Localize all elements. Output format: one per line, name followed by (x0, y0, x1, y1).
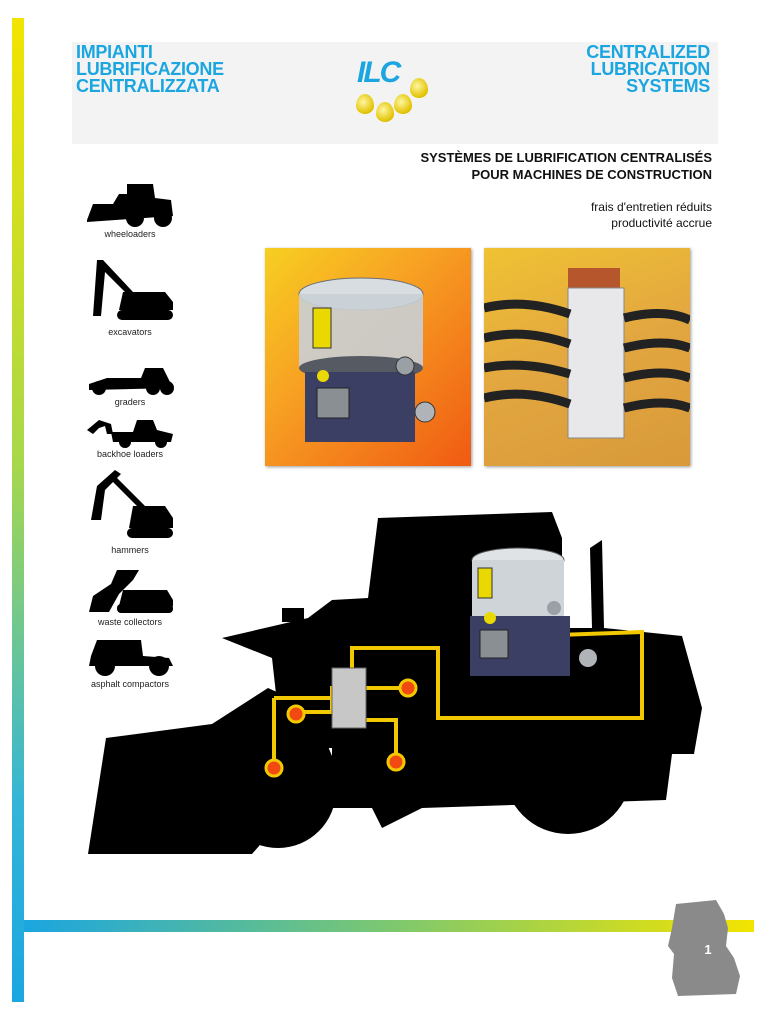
header-band (72, 42, 718, 144)
oil-drop-icon (356, 94, 374, 114)
brand-english-line-2: LUBRICATION (590, 59, 711, 79)
benefits: frais d'entretien réduits productivité a… (591, 199, 712, 231)
lube-point-icon (264, 678, 418, 778)
brand-italian: IMPIANTI LUBRIFICAZIONE CENTRALIZZATA (76, 42, 224, 96)
wheel-loader-silhouette-icon (88, 512, 702, 854)
machine-asphalt-compactors: asphalt compactors (82, 634, 178, 689)
brand-english: CENTRALIZED LUBRICATION SYSTEMS (586, 42, 711, 96)
wheel-loader-schematic (82, 508, 712, 865)
logo-text: ILC (357, 56, 401, 89)
pump-photo (265, 248, 471, 466)
brand-italian-line-1: IMPIANTI (76, 42, 153, 62)
benefit-1: frais d'entretien réduits (590, 200, 712, 214)
page-number-badge (668, 900, 740, 996)
lubrication-pump-icon (298, 277, 436, 442)
brand-italian-line-2: LUBRIFICAZIONE (76, 59, 224, 79)
title-line-2: POUR MACHINES DE CONSTRUCTION (471, 167, 712, 182)
hammer-icon (91, 470, 173, 538)
bottom-accent-bar (24, 920, 754, 932)
machine-excavators: excavators (82, 256, 178, 337)
grader-icon (89, 368, 174, 395)
asphalt-compactor-icon (89, 640, 173, 676)
brand-english-line-3: SYSTEMS (626, 76, 710, 96)
brand-italian-line-3: CENTRALIZZATA (76, 76, 220, 96)
machine-backhoe-loaders: backhoe loaders (82, 416, 178, 459)
excavator-icon (93, 260, 173, 320)
machine-label: waste collectors (97, 617, 163, 627)
machine-hammers: hammers (82, 466, 178, 555)
machine-label: backhoe loaders (96, 449, 164, 459)
page-number: 1 (704, 942, 712, 957)
machine-label: graders (114, 397, 146, 407)
waste-collector-icon (89, 570, 173, 613)
distributor-block-icon (484, 268, 690, 439)
lube-line (350, 629, 644, 720)
machine-label: hammers (111, 545, 149, 555)
wheel-loader-icon (87, 184, 173, 227)
machine-label: excavators (108, 327, 152, 337)
machine-waste-collectors: waste collectors (82, 566, 178, 627)
backhoe-loader-icon (87, 420, 173, 448)
distributor-photo (484, 248, 690, 466)
oil-drop-icon (394, 94, 412, 114)
title-line-1: SYSTÈMES DE LUBRIFICATION CENTRALISÉS (420, 150, 712, 165)
oil-drop-icon (410, 78, 428, 98)
left-accent-bar (12, 18, 24, 1002)
benefit-2: productivité accrue (611, 216, 712, 230)
page-title: SYSTÈMES DE LUBRIFICATION CENTRALISÉS PO… (420, 149, 712, 183)
machine-graders: graders (82, 364, 178, 407)
machine-label: wheeloaders (104, 229, 156, 239)
brand-english-line-1: CENTRALIZED (586, 42, 710, 62)
machine-wheeloaders: wheeloaders (82, 176, 178, 239)
ilc-logo: ILC (352, 56, 432, 132)
machine-label: asphalt compactors (90, 679, 170, 689)
oil-drop-icon (376, 102, 394, 122)
